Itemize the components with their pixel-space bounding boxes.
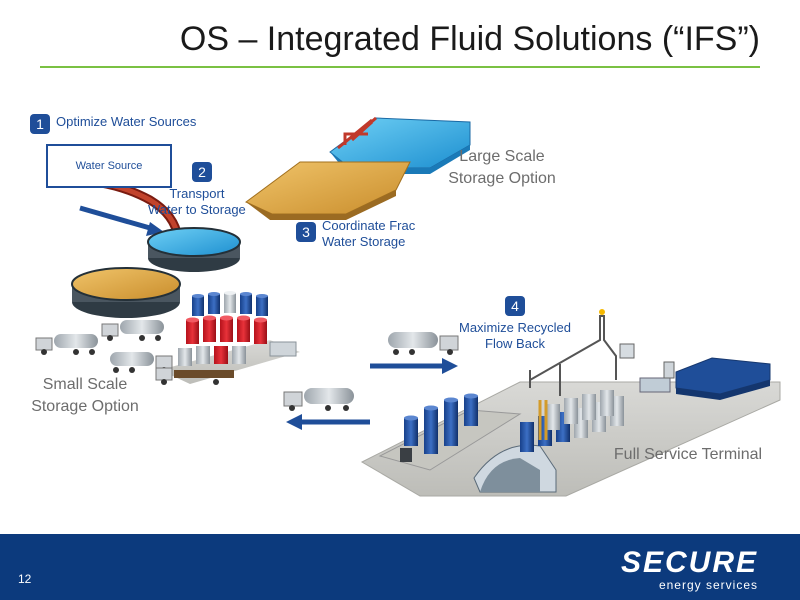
logo-tagline: energy services — [658, 578, 758, 592]
full-service-terminal — [360, 309, 781, 497]
step-4: 4 Maximize Recycled Flow Back — [452, 296, 578, 352]
water-source-box: Water Source — [46, 144, 172, 188]
step-4-label-line-1: Maximize Recycled — [459, 320, 571, 335]
truck-from-terminal — [283, 388, 370, 430]
step-2-label-line-1: Transport — [169, 186, 225, 201]
large-scale-label: Large Scale Storage Option — [448, 148, 556, 187]
step-3-number: 3 — [296, 222, 316, 242]
ifs-process-illustration — [35, 116, 781, 497]
logo-wordmark: SECURE — [620, 546, 758, 579]
step-3-label-line-2: Water Storage — [322, 234, 406, 249]
full-service-terminal-label: Full Service Terminal — [613, 446, 763, 463]
step-1: 1 Optimize Water Sources — [30, 114, 196, 134]
step-4-label-line-2: Flow Back — [485, 336, 545, 351]
slide-title: OS – Integrated Fluid Solutions (“IFS”) — [179, 20, 760, 58]
step-4-number: 4 — [505, 296, 525, 316]
step-3: 3 Coordinate Frac Water Storage — [296, 218, 415, 250]
secure-logo: SECURE energy services — [620, 546, 758, 593]
step-2: 2 Transport Water to Storage — [148, 162, 246, 218]
tanker-trucks-left — [35, 320, 234, 385]
footer-bar — [0, 534, 800, 600]
title-divider — [40, 66, 760, 68]
large-water-pond — [329, 116, 471, 174]
round-sand-pit — [71, 267, 181, 318]
step-2-label-line-2: Water to Storage — [148, 202, 246, 217]
step-1-number: 1 — [30, 114, 50, 134]
page-number: 12 — [18, 572, 32, 586]
step-3-label-line-1: Coordinate Frac — [322, 218, 416, 233]
round-water-tank — [147, 227, 241, 272]
small-scale-label: Small Scale Storage Option — [31, 376, 139, 415]
truck-to-terminal — [370, 332, 459, 374]
large-sand-pad — [245, 161, 411, 220]
step-2-number: 2 — [192, 162, 212, 182]
step-1-label: Optimize Water Sources — [56, 114, 197, 129]
